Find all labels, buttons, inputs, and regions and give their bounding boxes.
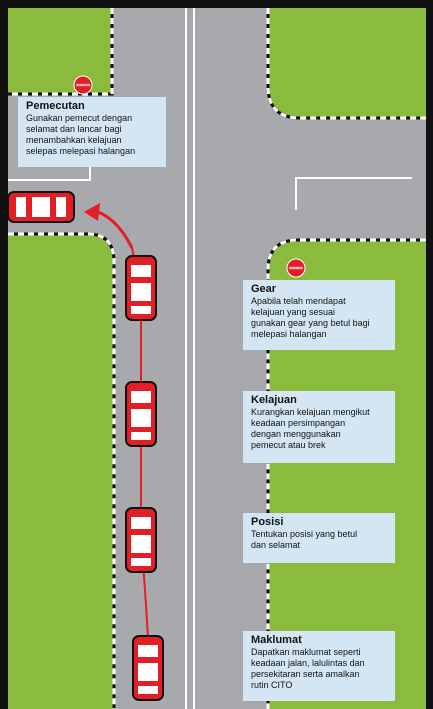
box-posisi-title: Posisi (251, 516, 284, 528)
box-kelajuan: Kelajuan Kurangkan kelajuan mengikut kea… (243, 391, 395, 463)
box-gear-body: Apabila telah mendapat kelajuan yang ses… (251, 296, 370, 339)
grass-bottom-left (8, 234, 114, 709)
car-2 (125, 507, 157, 573)
box-gear-title: Gear (251, 283, 277, 295)
car-1 (132, 635, 164, 701)
box-pemecutan: Pemecutan Gunakan pemecut dengan selamat… (18, 97, 166, 167)
stop-sign-top-label: BERHENTI (76, 83, 90, 87)
grass-top-left (8, 8, 112, 94)
grass-bottom-right (268, 240, 426, 709)
box-posisi-body: Tentukan posisi yang betul dan selamat (251, 529, 358, 550)
stop-sign-right: BERHENTI (286, 258, 306, 278)
stop-sign-right-label: BERHENTI (289, 266, 303, 270)
curb-lines (8, 8, 426, 709)
box-maklumat: Maklumat Dapatkan maklumat seperti keada… (243, 631, 395, 701)
box-posisi: Posisi Tentukan posisi yang betul dan se… (243, 513, 395, 563)
box-gear: Gear Apabila telah mendapat kelajuan yan… (243, 280, 395, 350)
box-kelajuan-body: Kurangkan kelajuan mengikut keadaan pers… (251, 407, 370, 450)
grass-top-right (268, 8, 426, 118)
car-turned (7, 191, 75, 223)
box-kelajuan-title: Kelajuan (251, 394, 297, 406)
stop-sign-top: BERHENTI (73, 75, 93, 95)
box-maklumat-title: Maklumat (251, 634, 302, 646)
box-maklumat-body: Dapatkan maklumat seperti keadaan jalan,… (251, 647, 365, 690)
car-4 (125, 255, 157, 321)
car-3 (125, 381, 157, 447)
box-pemecutan-body: Gunakan pemecut dengan selamat dan lanca… (26, 113, 136, 156)
box-pemecutan-title: Pemecutan (26, 100, 85, 112)
centre-lines (185, 8, 195, 709)
path-arrowhead (84, 203, 100, 221)
